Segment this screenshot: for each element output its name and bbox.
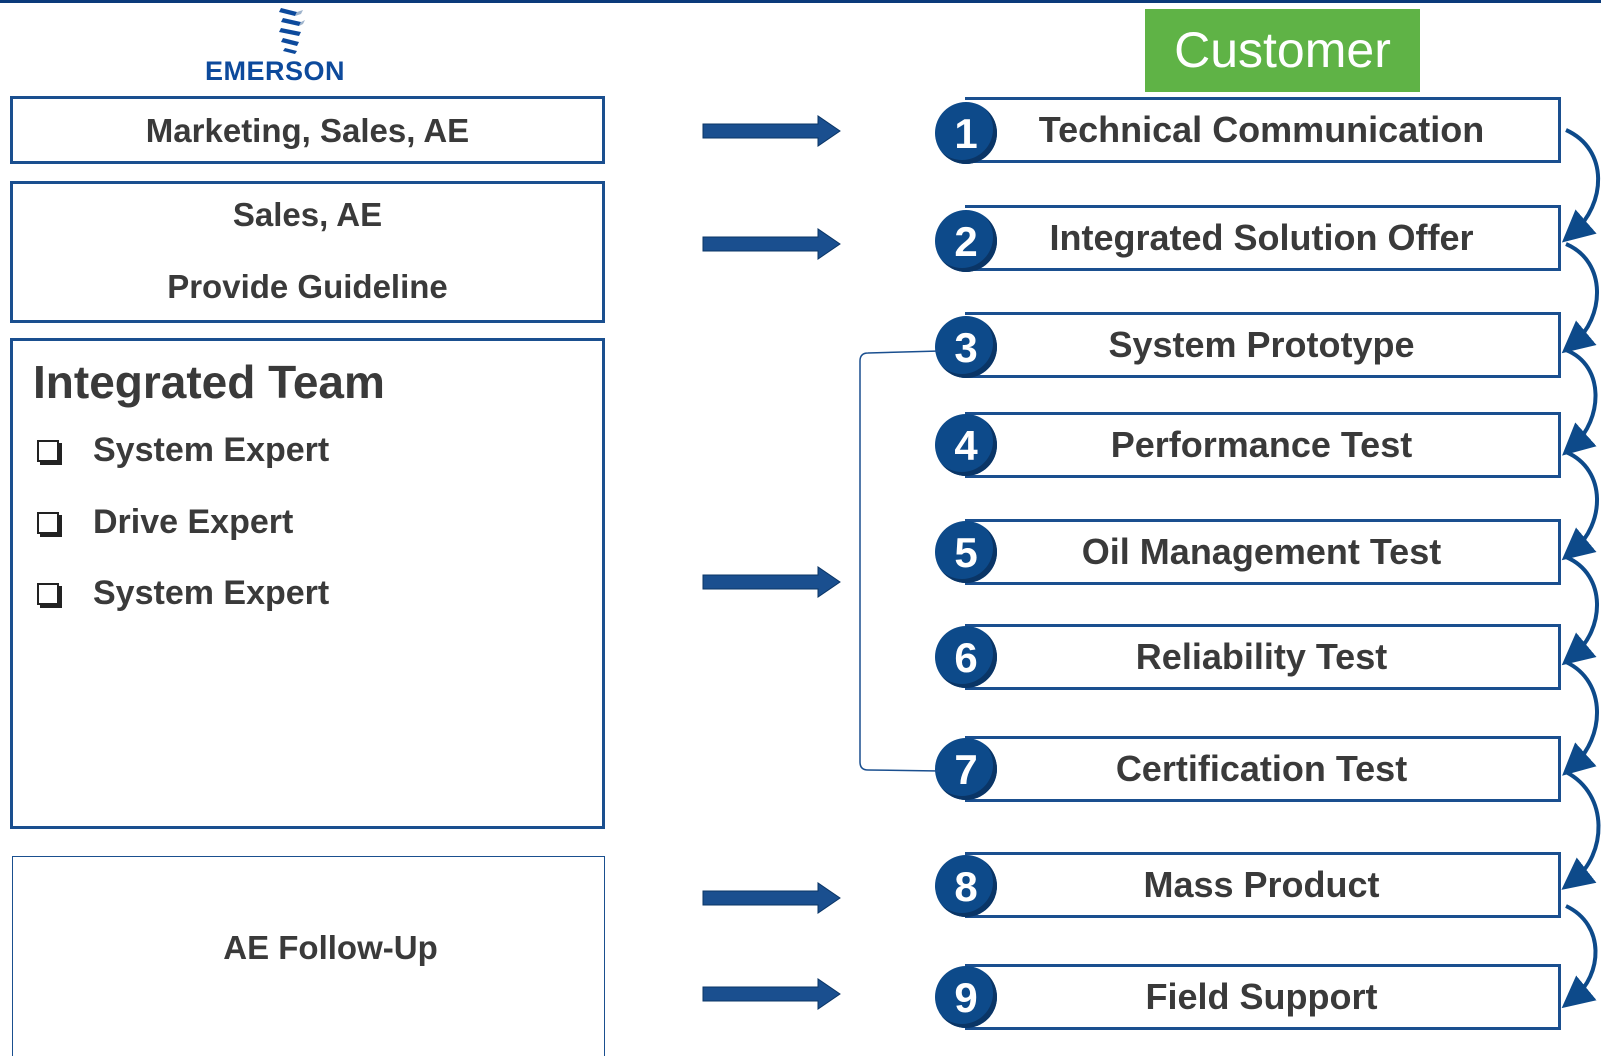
flow-curve-arrow: [1561, 128, 1601, 243]
step-box-1: Technical Communication: [965, 97, 1561, 163]
team-item: System Expert: [33, 574, 329, 613]
team-item: System Expert: [33, 431, 329, 470]
step-number-1: 1: [935, 102, 997, 164]
step-label: Oil Management Test: [1081, 531, 1442, 572]
arrow-right-icon: [702, 228, 841, 260]
checkbox-icon: [37, 582, 59, 605]
team-item-label: Drive Expert: [93, 503, 294, 541]
integrated-team-title: Integrated Team: [33, 356, 385, 408]
step-number-7: 7: [935, 738, 997, 800]
step-label: Integrated Solution Offer: [1049, 217, 1474, 258]
customer-badge: Customer: [1145, 9, 1420, 92]
step-number-8: 8: [935, 855, 997, 917]
ae-followup-box: AE Follow-Up: [12, 856, 605, 1056]
arrow-right-icon: [702, 115, 841, 147]
marketing-box: Marketing, Sales, AE: [10, 96, 605, 164]
team-item-label: System Expert: [93, 431, 330, 469]
emerson-logo-icon: [279, 8, 305, 54]
step-label: Reliability Test: [1135, 636, 1388, 677]
flow-curve-arrow: [1562, 660, 1599, 776]
step-label: Mass Product: [1143, 864, 1380, 905]
step-number-9: 9: [935, 966, 997, 1028]
step-box-7: Certification Test: [965, 736, 1561, 802]
sales-label: Sales, AE: [232, 196, 383, 233]
arrow-right-icon: [702, 566, 841, 598]
step-box-9: Field Support: [965, 964, 1561, 1030]
integrated-team-box: Integrated Team System Expert Drive Expe…: [10, 338, 605, 829]
flow-curve-arrow: [1562, 348, 1598, 456]
flow-curve-arrow: [1561, 770, 1601, 890]
top-rule: [0, 0, 1601, 3]
team-item: Drive Expert: [33, 503, 293, 542]
arrow-right-icon: [702, 882, 841, 914]
step-box-5: Oil Management Test: [965, 519, 1561, 585]
step-number-6: 6: [935, 626, 997, 688]
emerson-logo: EMERSON: [205, 6, 385, 86]
step-box-3: System Prototype: [965, 312, 1561, 378]
step-box-8: Mass Product: [965, 852, 1561, 918]
step-label: Field Support: [1145, 976, 1378, 1017]
step-label: Technical Communication: [1038, 109, 1485, 150]
ae-followup-label: AE Follow-Up: [223, 929, 438, 966]
step-number-4: 4: [935, 414, 997, 476]
step-number-3: 3: [935, 316, 997, 378]
guideline-label: Provide Guideline: [167, 268, 448, 305]
arrow-right-icon: [702, 978, 841, 1010]
step-box-6: Reliability Test: [965, 624, 1561, 690]
flow-curve-arrow: [1561, 904, 1598, 1009]
marketing-label: Marketing, Sales, AE: [145, 112, 470, 149]
bracket-connector: [859, 350, 941, 772]
checkbox-icon: [37, 439, 59, 462]
sales-box: Sales, AE Provide Guideline: [10, 181, 605, 323]
step-number-5: 5: [935, 521, 997, 583]
flow-curve-arrow: [1561, 242, 1599, 354]
step-number-2: 2: [935, 210, 997, 272]
checkbox-icon: [37, 511, 59, 534]
step-label: Performance Test: [1110, 424, 1413, 465]
step-label: System Prototype: [1108, 324, 1415, 365]
emerson-logo-text: EMERSON: [205, 56, 346, 86]
flow-curve-arrow: [1561, 555, 1599, 666]
team-item-label: System Expert: [93, 574, 330, 612]
step-box-4: Performance Test: [965, 412, 1561, 478]
flow-curve-arrow: [1561, 450, 1599, 561]
step-box-2: Integrated Solution Offer: [965, 205, 1561, 271]
step-label: Certification Test: [1115, 748, 1408, 789]
